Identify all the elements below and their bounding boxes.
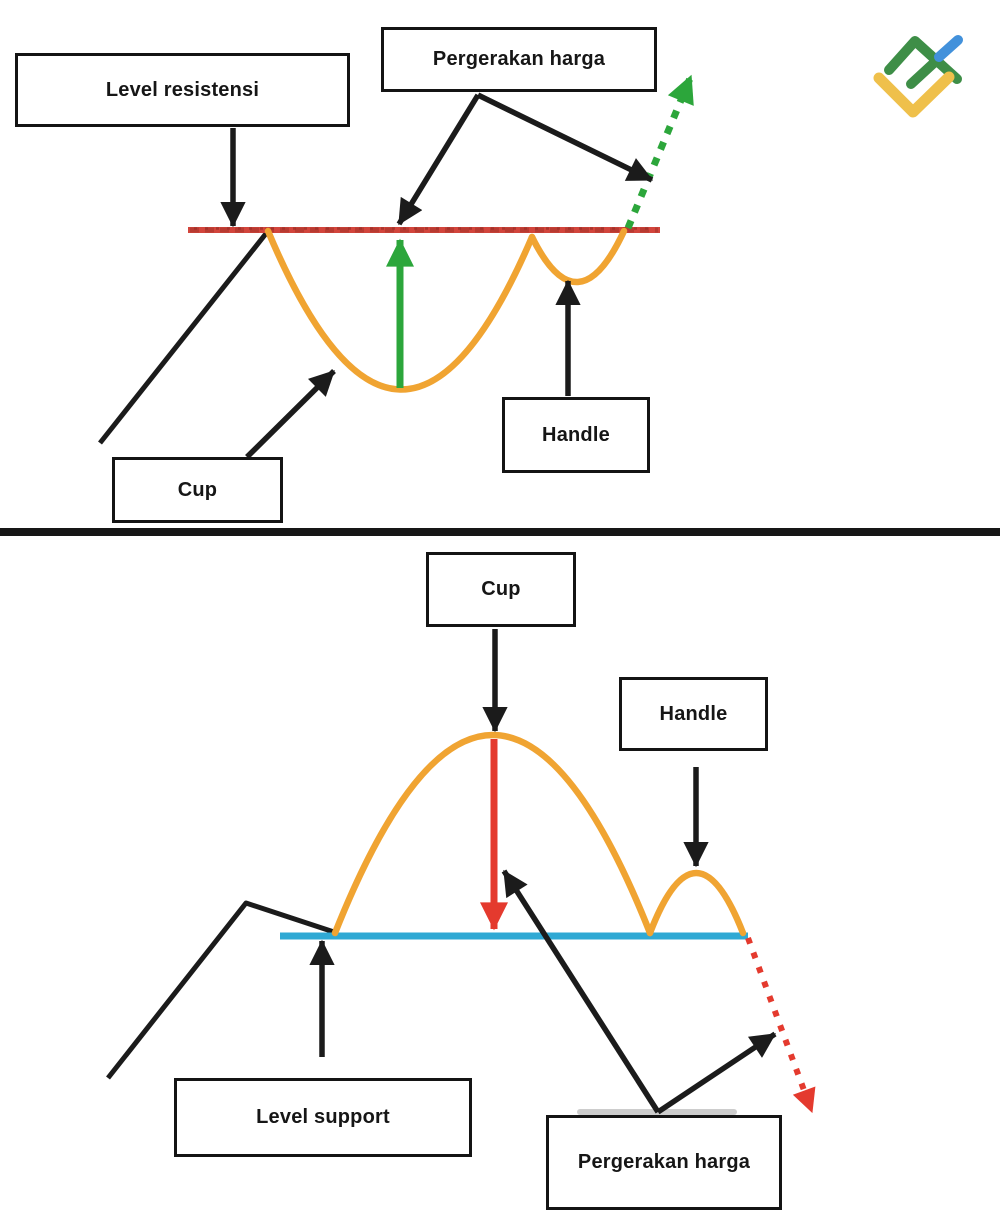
label-level-resistensi: Level resistensi xyxy=(15,53,350,127)
handle-curve xyxy=(528,227,628,286)
resistance-line xyxy=(188,227,660,233)
label-cup-bottom: Cup xyxy=(426,552,576,627)
price-pointer-arrow-left xyxy=(396,93,481,226)
breakout-up-arrow xyxy=(624,74,695,230)
divider-line xyxy=(0,528,1000,536)
label-level-support: Level support xyxy=(174,1078,472,1157)
inverted-cup-and-handle-bottom-diagram xyxy=(106,629,816,1115)
uptrend-line xyxy=(98,229,270,445)
breakdown-down-arrow xyxy=(745,936,816,1114)
logo-blue-tip-icon xyxy=(934,35,963,62)
price-pointer-arrow-upleft xyxy=(501,869,661,1114)
label-cup-top: Cup xyxy=(112,457,283,523)
brand-logo xyxy=(873,35,963,118)
cup-pointer-arrow xyxy=(245,369,336,459)
logo-checkmark-icon xyxy=(873,71,955,118)
prior-trend-line xyxy=(106,900,335,1080)
logo-chart-peak-icon xyxy=(884,36,962,84)
inverted-cup-curve xyxy=(331,731,654,937)
cup-and-handle-top-diagram xyxy=(98,74,695,459)
cup-curve xyxy=(264,227,536,393)
label-handle-top: Handle xyxy=(502,397,650,473)
label-handle-bottom: Handle xyxy=(619,677,768,751)
price-pointer-arrow-right xyxy=(476,92,654,183)
price-pointer-arrow-upright xyxy=(656,1031,777,1115)
inverted-handle-curve xyxy=(646,870,747,937)
label-pergerakan-harga-bottom: Pergerakan harga xyxy=(546,1115,782,1210)
label-pergerakan-harga-top: Pergerakan harga xyxy=(381,27,657,92)
logo-chart-rise-icon xyxy=(906,56,941,89)
